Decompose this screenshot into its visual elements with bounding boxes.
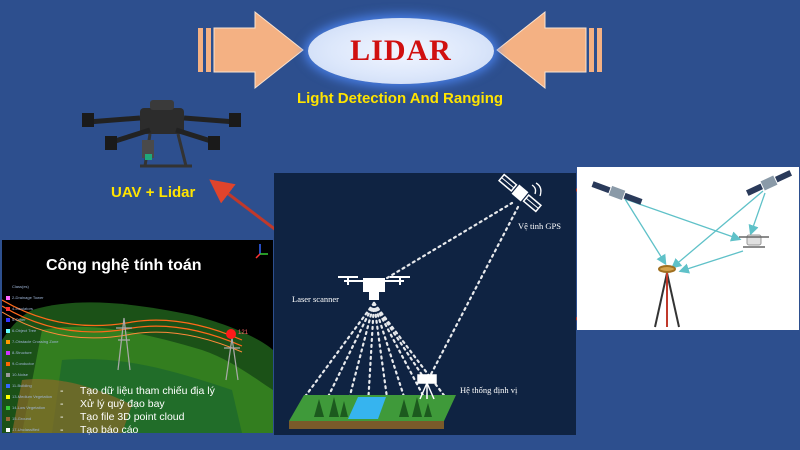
legend-item: 9-Conductor — [6, 361, 34, 366]
legend-label: 4-Insulators — [12, 306, 33, 311]
task-list: -Tạo dữ liệu tham chiếu địa lý -Xử lý qu… — [60, 385, 215, 437]
legend-item: 4-Insulators — [6, 306, 33, 311]
lidar-diagram-panel: Laser scanner Vệ tinh GPS Hệ thống định … — [274, 173, 576, 435]
list-item: -Tạo dữ liệu tham chiếu địa lý — [60, 385, 215, 397]
legend-swatch — [6, 394, 10, 399]
legend-swatch — [6, 427, 10, 432]
uav-label: UAV + Lidar — [111, 184, 196, 201]
lidar-diagram — [289, 173, 543, 429]
legend-label: 9-Conductor — [12, 361, 35, 366]
satellite-left-icon — [591, 181, 643, 205]
page-title: LIDAR — [350, 34, 452, 67]
legend-swatch — [6, 416, 10, 421]
drone-icon — [739, 234, 769, 248]
legend-item: 14-Low Vegetation — [6, 405, 45, 410]
legend-label: Class(es) — [12, 284, 29, 289]
left-arrow-icon — [198, 10, 304, 90]
legend-item: 15-Ground — [6, 416, 31, 421]
legend-item: 7-Obstacle Crossing Zone — [6, 339, 58, 344]
legend-swatch — [6, 317, 10, 322]
tripod-receiver-icon — [654, 265, 680, 328]
gps-satellite-icon — [497, 173, 543, 213]
legend-label: 17-Unclassified — [12, 427, 40, 432]
legend-label: 2-Drainage Tower — [12, 295, 44, 300]
legend-label: 10-Noise — [12, 372, 29, 377]
legend-item: 17-Unclassified — [6, 427, 39, 432]
laser-scanner-drone-icon — [338, 276, 410, 300]
legend-swatch — [6, 328, 10, 333]
legend-swatch — [6, 306, 10, 311]
legend-item: 2-Drainage Tower — [6, 295, 44, 300]
legend-item: Class(es) — [6, 284, 29, 289]
laser-scanner-label: Laser scanner — [292, 294, 339, 304]
legend-item: 5-Other — [6, 317, 26, 322]
gps-satellite-label: Vệ tinh GPS — [518, 221, 561, 231]
legend-swatch — [6, 339, 10, 344]
satellite-right-icon — [745, 170, 793, 196]
right-arrow-icon — [496, 10, 602, 90]
title-oval: LIDAR — [308, 18, 494, 84]
legend-label: 14-Low Vegetation — [12, 405, 46, 410]
legend-label: 15-Ground — [12, 416, 32, 421]
legend-swatch — [6, 405, 10, 410]
legend-swatch — [6, 361, 10, 366]
legend-swatch — [6, 295, 10, 300]
legend-label: 13-Medium Vegetation — [12, 394, 53, 399]
legend-item: 11-Building — [6, 383, 32, 388]
list-item: -Xử lý quỹ đạo bay — [60, 398, 165, 410]
gnss-panel — [577, 167, 799, 330]
computing-heading: Công nghệ tính toán — [46, 257, 202, 274]
legend-swatch — [6, 372, 10, 377]
legend-item: 13-Medium Vegetation — [6, 394, 52, 399]
legend-label: 6-Object Tree — [12, 328, 37, 333]
gnss-diagram — [591, 170, 793, 328]
list-item: -Tạo báo cáo — [60, 424, 139, 436]
legend-item: 10-Noise — [6, 372, 28, 377]
legend-label: 11-Building — [12, 383, 32, 388]
legend-item: 8-Structure — [6, 350, 32, 355]
positioning-system-label: Hệ thống định vị — [460, 385, 518, 395]
legend-label: 5-Other — [12, 317, 26, 322]
legend-label: 8-Structure — [12, 350, 32, 355]
legend-swatch — [6, 350, 10, 355]
list-item: -Tạo file 3D point cloud — [60, 411, 185, 423]
page-subtitle: Light Detection And Ranging — [296, 90, 504, 107]
legend-label: 7-Obstacle Crossing Zone — [12, 339, 59, 344]
computing-panel: Class(es) 2-Drainage Tower 4-Insulators 5-O… — [2, 240, 273, 433]
uav-drone-icon — [82, 100, 241, 168]
point-cloud-image — [2, 244, 273, 433]
tower-marker-label: 121 — [238, 330, 249, 336]
legend-item: 6-Object Tree — [6, 328, 36, 333]
positioning-receiver-icon — [417, 374, 437, 400]
ground-terrain — [289, 395, 456, 429]
legend-swatch — [6, 284, 10, 289]
legend-swatch — [6, 383, 10, 388]
